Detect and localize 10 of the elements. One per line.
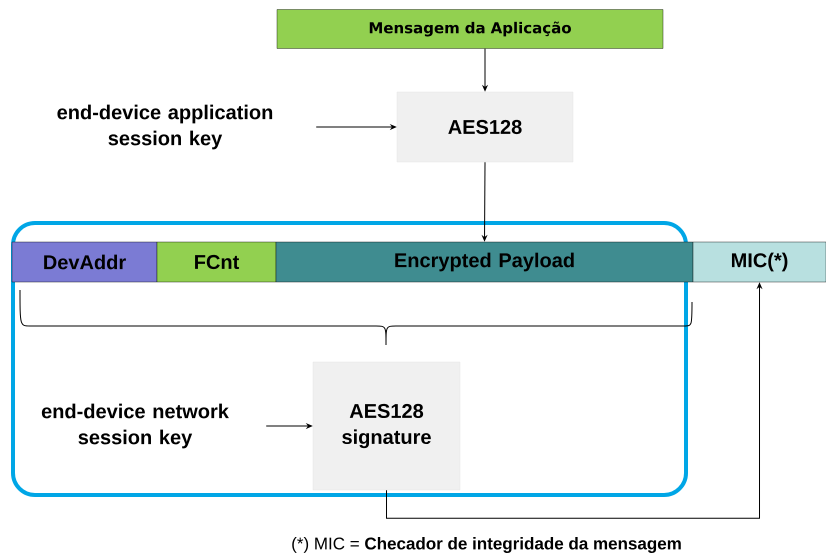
- key-label: end-device network session key: [42, 404, 229, 448]
- message-box: Mensagem da Aplicação: [276, 9, 664, 49]
- field-cell: DevAddr: [12, 242, 158, 282]
- field-cell: Encrypted Payload: [276, 242, 694, 282]
- field-cell: MIC(*): [692, 242, 826, 282]
- signature-box: AES128 signature: [312, 362, 460, 490]
- key-label: end-device application session key: [57, 104, 272, 150]
- cipher-box: AES128: [396, 92, 574, 162]
- footnote: (*) MIC = Checador de integridade da mensagem: [292, 537, 681, 553]
- field-cell: FCnt: [156, 242, 276, 282]
